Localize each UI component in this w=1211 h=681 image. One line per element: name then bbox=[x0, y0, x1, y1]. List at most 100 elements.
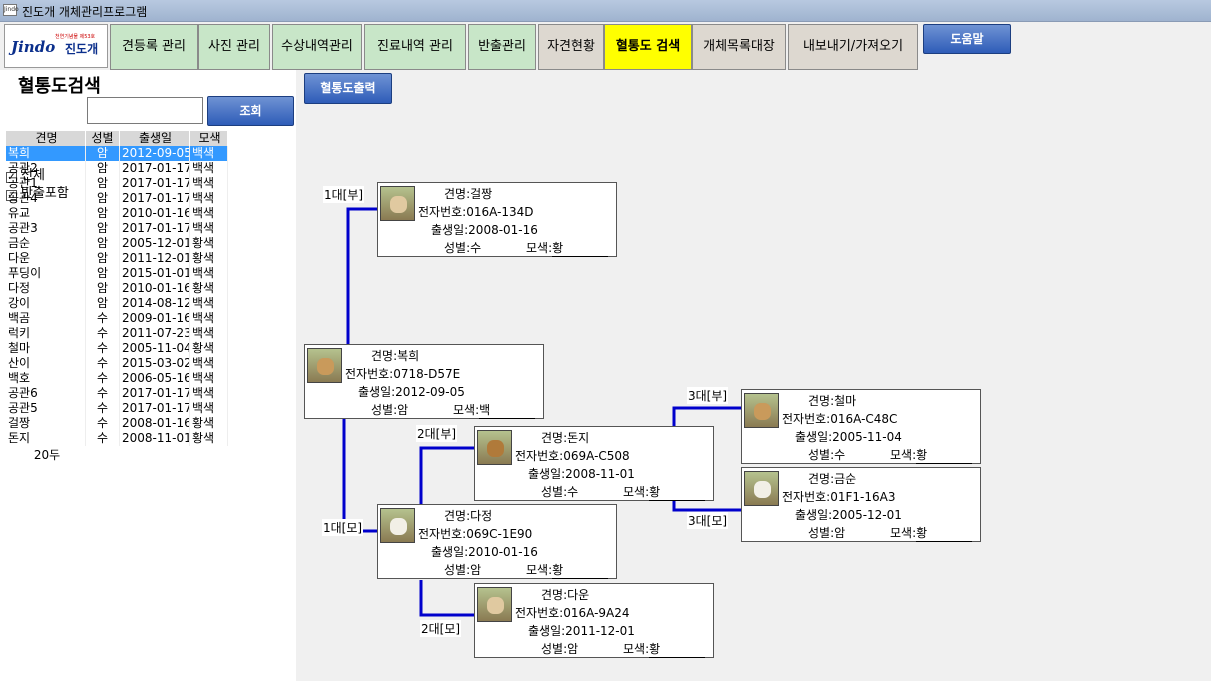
label-color: 모색: bbox=[623, 642, 650, 656]
dog-photo bbox=[744, 393, 779, 428]
dog-icon bbox=[487, 440, 504, 457]
card-name-line: 견명:복희 bbox=[371, 347, 419, 364]
card-chip-line: 전자번호:016A-134D bbox=[418, 203, 534, 220]
help-button[interactable]: 도움말 bbox=[923, 24, 1011, 54]
dog-photo bbox=[477, 587, 512, 622]
dog-color: 황 bbox=[649, 640, 706, 658]
card-birth-line: 출생일:2008-11-01 bbox=[528, 465, 635, 482]
dog-name: 다정 bbox=[470, 509, 493, 523]
gen-label-gm: 2대[모] bbox=[420, 620, 462, 637]
label-color: 모색: bbox=[453, 403, 480, 417]
card-birth-line: 출생일:2011-12-01 bbox=[528, 622, 635, 639]
column-header-sex[interactable]: 성별 bbox=[86, 131, 120, 146]
tab-export-management[interactable]: 반출관리 bbox=[468, 24, 536, 70]
jindo-logo: Jindo 천연기념물 제53호 진도개 bbox=[4, 24, 108, 68]
tab-award-management[interactable]: 수상내역관리 bbox=[272, 24, 362, 70]
logo-brand: Jindo bbox=[11, 38, 56, 56]
column-header-name[interactable]: 견명 bbox=[6, 131, 86, 146]
card-birth-line: 출생일:2005-11-04 bbox=[795, 428, 902, 445]
dog-birth: 2012-09-05 bbox=[395, 385, 465, 399]
cell-color: 황색 bbox=[190, 251, 228, 266]
label-color: 모색: bbox=[890, 448, 917, 462]
tab-puppy-status[interactable]: 자견현황 bbox=[538, 24, 604, 70]
connector-gm bbox=[419, 580, 475, 617]
checkbox-checked-icon[interactable]: ✓ bbox=[6, 190, 17, 201]
tab-dog-registry-list[interactable]: 개체목록대장 bbox=[692, 24, 786, 70]
cell-birth: 2017-01-17 bbox=[122, 161, 190, 176]
tab-pedigree-search[interactable]: 혈통도 검색 bbox=[604, 24, 692, 70]
search-input[interactable] bbox=[87, 97, 203, 124]
card-name-line: 견명:금순 bbox=[808, 470, 856, 487]
column-header-birth[interactable]: 출생일 bbox=[120, 131, 190, 146]
card-birth-line: 출생일:2012-09-05 bbox=[358, 383, 465, 400]
card-chip-line: 전자번호:016A-C48C bbox=[782, 410, 897, 427]
print-pedigree-button[interactable]: 혈통도출력 bbox=[304, 73, 392, 104]
tab-photo-management[interactable]: 사진 관리 bbox=[198, 24, 270, 70]
label-birth: 출생일: bbox=[358, 385, 396, 399]
cell-sex: 암 bbox=[86, 191, 120, 206]
label-name: 견명: bbox=[371, 349, 398, 363]
cell-name: 걸짱 bbox=[6, 416, 86, 431]
label-sex: 성별: bbox=[444, 241, 471, 255]
search-panel: 혈통도검색 ✓전체 ✓반출포함 bbox=[0, 70, 296, 681]
cell-color: 백색 bbox=[190, 401, 228, 416]
dog-chip: 016A-134D bbox=[466, 205, 534, 219]
column-header-color[interactable]: 모색 bbox=[190, 131, 228, 146]
dog-color: 황 bbox=[916, 446, 973, 464]
dog-icon bbox=[317, 358, 334, 375]
tab-import-export[interactable]: 내보내기/가져오기 bbox=[788, 24, 918, 70]
cell-sex: 암 bbox=[86, 236, 120, 251]
label-chip: 전자번호: bbox=[345, 367, 394, 381]
card-name-line: 견명:철마 bbox=[808, 392, 856, 409]
tab-medical-management[interactable]: 진료내역 관리 bbox=[364, 24, 466, 70]
cell-sex: 수 bbox=[86, 431, 120, 446]
cell-color: 백색 bbox=[190, 356, 228, 371]
cell-name: 복희 bbox=[6, 146, 86, 161]
cell-name: 다정 bbox=[6, 281, 86, 296]
tab-dog-registration[interactable]: 견등록 관리 bbox=[110, 24, 198, 70]
card-sex-line: 성별:수 bbox=[541, 483, 578, 500]
cell-birth: 2008-11-01 bbox=[122, 431, 190, 446]
dog-icon bbox=[390, 196, 407, 213]
cell-birth: 2010-01-16 bbox=[122, 206, 190, 221]
connector-mother bbox=[342, 419, 378, 533]
card-name-line: 견명:걸짱 bbox=[444, 185, 492, 202]
label-sex: 성별: bbox=[808, 448, 835, 462]
card-chip-line: 전자번호:069A-C508 bbox=[515, 447, 630, 464]
search-button[interactable]: 조회 bbox=[207, 96, 294, 126]
cell-birth: 2017-01-17 bbox=[122, 386, 190, 401]
check-all[interactable]: ✓전체 bbox=[6, 164, 45, 183]
check-include-export[interactable]: ✓반출포함 bbox=[6, 182, 69, 201]
checkbox-checked-icon[interactable]: ✓ bbox=[6, 172, 17, 183]
label-sex: 성별: bbox=[371, 403, 398, 417]
cell-birth: 2017-01-17 bbox=[122, 191, 190, 206]
card-sex-line: 성별:암 bbox=[541, 640, 578, 657]
